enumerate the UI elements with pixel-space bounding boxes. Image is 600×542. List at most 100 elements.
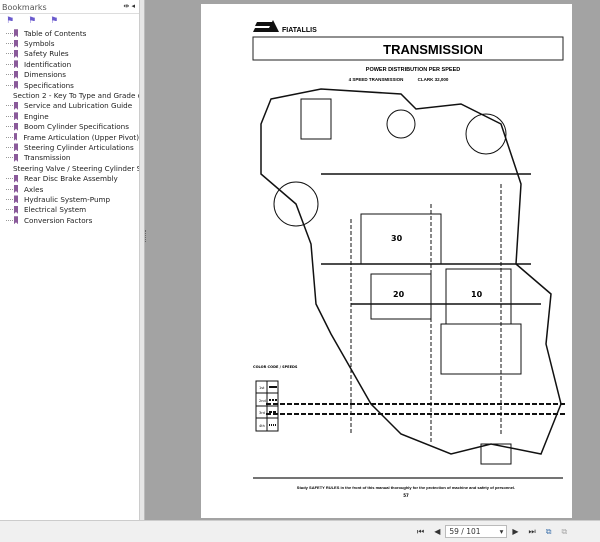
bookmark-label: Hydraulic System-Pump xyxy=(24,194,111,204)
bookmark-label: Rear Disc Brake Assembly xyxy=(24,174,118,184)
bookmark-icon xyxy=(14,195,18,204)
tree-line xyxy=(6,178,13,180)
bookmark-icon xyxy=(14,60,18,69)
resize-grip[interactable] xyxy=(145,230,148,242)
copy-disabled-icon[interactable]: ⧉ xyxy=(561,526,568,536)
bookmark-item[interactable]: Axles xyxy=(6,184,139,194)
bookmark-item[interactable]: Table of Contents xyxy=(6,28,139,38)
last-page-button[interactable]: ⏭ xyxy=(528,526,536,536)
gear-label-10: 10 xyxy=(471,290,483,299)
bookmark-toolbar: ⚑ ⚑ ⚑ xyxy=(0,14,139,28)
bookmark-icon xyxy=(14,185,18,194)
bookmark-icon xyxy=(14,143,18,152)
bookmark-icon xyxy=(14,174,18,183)
page-number: 57 xyxy=(403,493,409,498)
new-bookmark-icon[interactable]: ⚑ xyxy=(50,16,59,26)
bookmark-label: Electrical System xyxy=(24,205,87,215)
subtitle: POWER DISTRIBUTION PER SPEED xyxy=(366,67,460,73)
bookmark-item[interactable]: Hydraulic System-Pump xyxy=(6,194,139,204)
tree-line xyxy=(6,43,13,45)
bookmark-item[interactable]: Symbols xyxy=(6,38,139,48)
bookmark-label: Engine xyxy=(24,111,49,121)
gear-label-20: 20 xyxy=(393,290,405,299)
first-page-button[interactable]: ⏮ xyxy=(417,526,425,536)
tree-line xyxy=(6,198,13,200)
bookmark-label: Symbols xyxy=(24,39,55,49)
legend-title: COLOR CODE / SPEEDS xyxy=(253,365,298,369)
transmission-diagram xyxy=(260,88,566,465)
tree-line xyxy=(6,157,13,159)
legend-row-3: 3rd xyxy=(259,411,265,415)
tree-line xyxy=(6,84,13,86)
bookmark-item[interactable]: Rear Disc Brake Assembly xyxy=(6,173,139,183)
subtitle-speed: 4 SPEED TRANSMISSION xyxy=(349,77,404,82)
logo-text: FIATALLIS xyxy=(282,27,317,34)
bookmark-label: Steering Valve / Steering Cylinder Spe xyxy=(13,163,139,173)
bookmark-icon xyxy=(14,153,18,162)
bookmark-icon xyxy=(14,29,18,38)
bookmarks-header: Bookmarks ⇹ ◂ xyxy=(0,0,139,14)
bookmark-item[interactable]: Boom Cylinder Specifications xyxy=(6,122,139,132)
bookmark-icon xyxy=(14,81,18,90)
bookmark-item[interactable]: Steering Cylinder Articulations xyxy=(6,142,139,152)
bookmark-label: Dimensions xyxy=(24,70,66,80)
page-content: FIATALLIS TRANSMISSION POWER DISTRIBUTIO… xyxy=(252,20,566,498)
page-number-input[interactable]: 59 / 101▾ xyxy=(445,525,508,538)
next-page-button[interactable]: ▶ xyxy=(512,527,519,536)
bookmark-icon xyxy=(14,216,18,225)
bookmark-label: Conversion Factors xyxy=(24,215,93,225)
bookmark-item[interactable]: Steering Valve / Steering Cylinder Spe xyxy=(6,163,139,173)
tree-line xyxy=(6,53,13,55)
legend-row-2: 2nd xyxy=(259,399,266,403)
bookmark-label: Specifications xyxy=(24,80,74,90)
bookmark-label: Identification xyxy=(24,59,72,69)
color-code-legend: 1st 2nd 3rd 4th xyxy=(255,380,279,432)
expand-bookmark-icon[interactable]: ⚑ xyxy=(6,16,15,26)
bookmark-label: Axles xyxy=(24,184,44,194)
subtitle-model: CLARK 32,000 xyxy=(418,77,449,82)
bookmark-item[interactable]: Identification xyxy=(6,59,139,69)
bookmark-item[interactable]: Specifications xyxy=(6,80,139,90)
safety-footer: Study SAFETY RULES in the front of this … xyxy=(297,485,515,490)
legend-row-4: 4th xyxy=(259,424,265,428)
bookmark-icon xyxy=(14,39,18,48)
bookmark-item[interactable]: Engine xyxy=(6,111,139,121)
tree-line xyxy=(6,219,13,221)
bookmark-icon xyxy=(14,205,18,214)
tree-line xyxy=(6,136,13,138)
panel-splitter[interactable] xyxy=(140,0,145,520)
previous-page-button[interactable]: ◀ xyxy=(434,527,441,536)
bookmark-item[interactable]: Conversion Factors xyxy=(6,215,139,225)
find-bookmark-icon[interactable]: ⚑ xyxy=(28,16,37,26)
bookmark-item[interactable]: Safety Rules xyxy=(6,49,139,59)
tree-line xyxy=(6,126,13,128)
document-viewer: FIATALLIS TRANSMISSION POWER DISTRIBUTIO… xyxy=(145,0,600,520)
bookmark-item[interactable]: Service and Lubrication Guide xyxy=(6,101,139,111)
fiatallis-logo: FIATALLIS xyxy=(253,20,317,34)
bookmark-item[interactable]: Section 2 - Key To Type and Grade o xyxy=(6,90,139,100)
tree-line xyxy=(6,74,13,76)
tree-line xyxy=(6,63,13,65)
bookmark-label: Section 2 - Key To Type and Grade o xyxy=(13,91,139,101)
bookmark-label: Service and Lubrication Guide xyxy=(24,101,133,111)
tree-line xyxy=(6,209,13,211)
dropdown-icon[interactable]: ▾ xyxy=(499,527,504,536)
document-page: FIATALLIS TRANSMISSION POWER DISTRIBUTIO… xyxy=(201,4,572,518)
page-title: TRANSMISSION xyxy=(383,42,483,57)
gear-label-30: 30 xyxy=(391,234,403,243)
copy-icon[interactable]: ⧉ xyxy=(545,526,552,536)
bookmark-item[interactable]: Transmission xyxy=(6,153,139,163)
tree-line xyxy=(6,32,13,34)
bookmark-icon xyxy=(14,70,18,79)
bookmark-item[interactable]: Electrical System xyxy=(6,205,139,215)
bookmark-item[interactable]: Frame Articulation (Upper Pivot) xyxy=(6,132,139,142)
bookmark-icon xyxy=(14,122,18,131)
bookmark-item[interactable]: Dimensions xyxy=(6,70,139,80)
bookmark-icon xyxy=(14,49,18,58)
bookmark-icon xyxy=(14,101,18,110)
bookmark-icon xyxy=(13,133,18,142)
panel-controls[interactable]: ⇹ ◂ xyxy=(123,2,135,10)
tree-line xyxy=(6,146,13,148)
